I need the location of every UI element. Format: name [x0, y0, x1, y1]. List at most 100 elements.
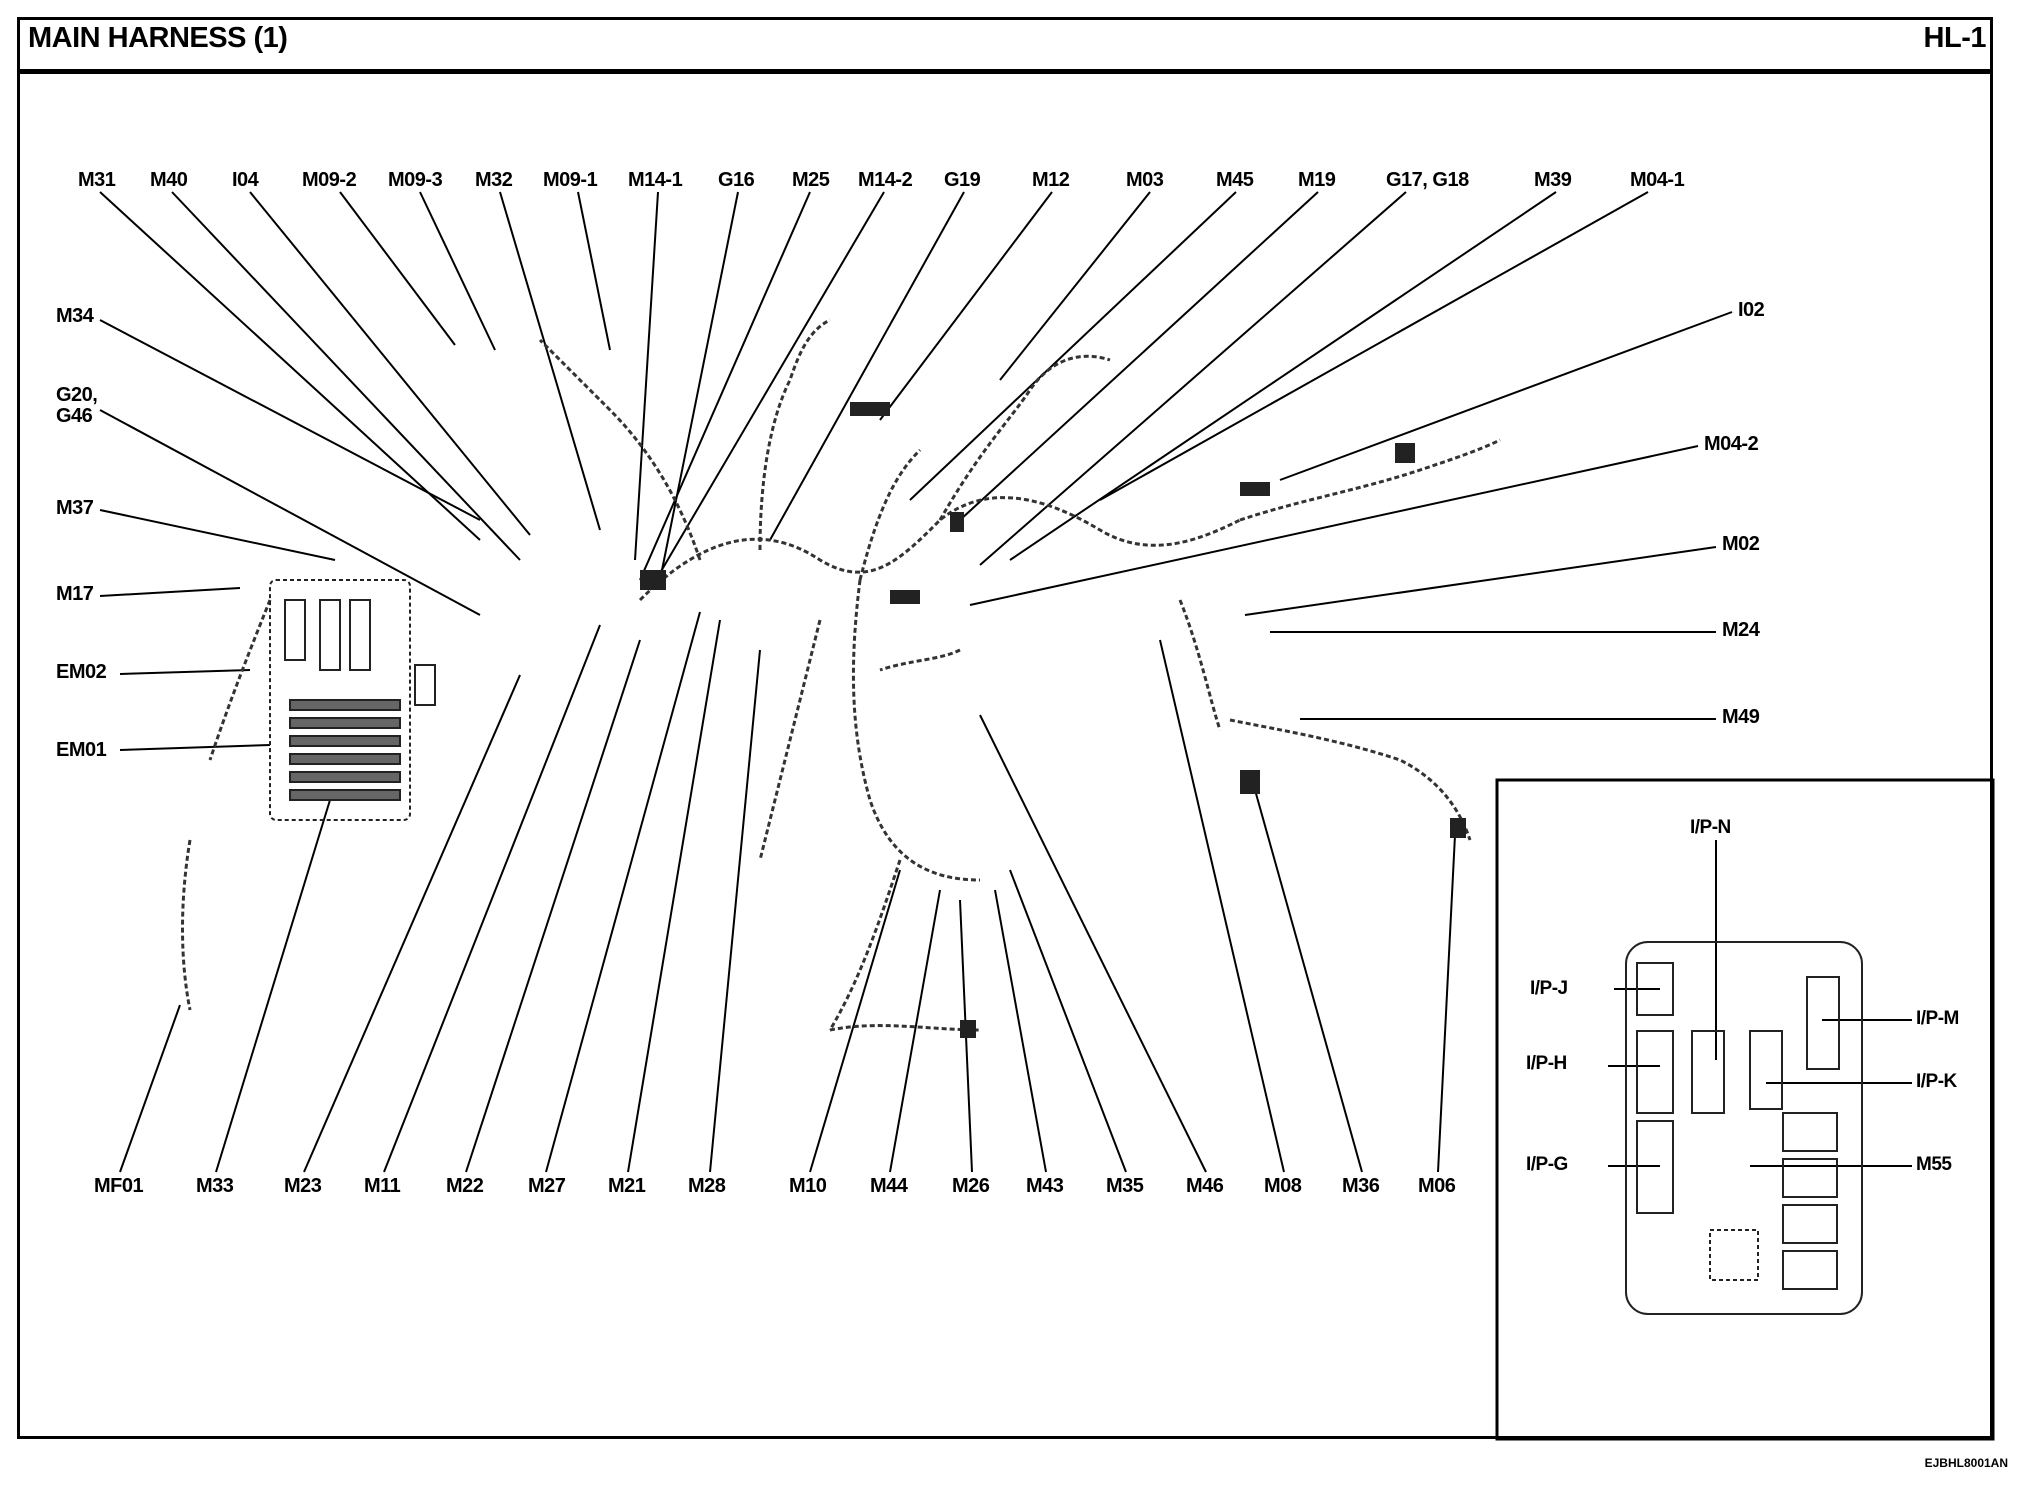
inset-connector-label: I/P-N	[1690, 817, 1731, 838]
connector-label: G16	[718, 169, 755, 191]
harness-body	[181, 318, 1501, 1032]
leader-line	[545, 611, 701, 1173]
connector-label: M25	[792, 169, 830, 191]
connector-label: EM02	[56, 661, 107, 683]
leader-line	[99, 509, 336, 561]
leader-line	[1009, 191, 1557, 561]
page-code: HL-1	[1923, 22, 1987, 54]
leader-line	[577, 191, 611, 351]
leader-line	[769, 191, 965, 541]
connector-label: M36	[1342, 1175, 1380, 1197]
connector-label: M04-2	[1704, 433, 1759, 455]
inset-connector-label: M55	[1916, 1154, 1952, 1175]
connector-label: M43	[1026, 1175, 1064, 1197]
leader-line	[119, 669, 251, 675]
leader-line	[1244, 546, 1717, 616]
leader-line	[1009, 869, 1127, 1173]
leader-line	[634, 191, 659, 561]
connector-label: M34	[56, 305, 94, 327]
connector-label: M22	[446, 1175, 484, 1197]
page-title: MAIN HARNESS (1)	[28, 22, 288, 54]
figure-id: EJBHL8001AN	[1924, 1456, 2008, 1470]
connector-label: M24	[1722, 619, 1760, 641]
leader-line	[99, 409, 481, 616]
header-rule	[17, 69, 1993, 74]
leader-line	[994, 889, 1047, 1173]
leader-line	[649, 191, 885, 591]
leader-line	[303, 674, 521, 1173]
leader-line	[1279, 311, 1733, 481]
connector-label: G17, G18	[1386, 169, 1469, 191]
leader-line	[627, 619, 721, 1173]
connector-label: M39	[1534, 169, 1572, 191]
connector-label: M17	[56, 583, 94, 605]
leader-lines	[99, 191, 1912, 1173]
connector-label: M45	[1216, 169, 1254, 191]
connector-label: M14-2	[858, 169, 913, 191]
leader-line	[1099, 191, 1649, 501]
leader-line	[889, 889, 941, 1173]
leader-line	[99, 319, 481, 521]
engine-room-junction-block	[269, 579, 436, 821]
connector-label: M19	[1298, 169, 1336, 191]
instrument-panel-junction-block	[1625, 941, 1863, 1315]
leader-line	[709, 649, 761, 1173]
connector-label: M12	[1032, 169, 1070, 191]
leader-line	[879, 191, 1053, 421]
leader-line	[119, 1004, 181, 1173]
connector-label: M49	[1722, 706, 1760, 728]
leader-line	[959, 191, 1319, 521]
connector-label: M26	[952, 1175, 990, 1197]
inset-connector-label: I/P-J	[1530, 978, 1568, 999]
leader-line	[999, 191, 1151, 381]
leader-line	[1254, 789, 1363, 1173]
connector-label: M09-3	[388, 169, 443, 191]
leader-line	[171, 191, 521, 561]
connector-label: M33	[196, 1175, 234, 1197]
leader-line	[979, 714, 1207, 1173]
connector-label: M08	[1264, 1175, 1302, 1197]
connector-label: M32	[475, 169, 513, 191]
connector-shapes	[640, 402, 1466, 1038]
connector-label: I04	[232, 169, 259, 191]
connector-label: G20, G46	[56, 384, 98, 427]
leader-line	[499, 191, 601, 531]
connector-label: M23	[284, 1175, 322, 1197]
connector-label: M14-1	[628, 169, 683, 191]
inset-connector-label: I/P-H	[1526, 1053, 1567, 1074]
inset-connector-label: I/P-K	[1916, 1071, 1957, 1092]
connector-label: M27	[528, 1175, 566, 1197]
leader-line	[809, 869, 901, 1173]
connector-label: M09-2	[302, 169, 357, 191]
leader-line	[99, 191, 481, 541]
leader-line	[659, 191, 739, 581]
leader-line	[215, 799, 331, 1173]
connector-label: M44	[870, 1175, 908, 1197]
connector-label: M06	[1418, 1175, 1456, 1197]
leader-line	[465, 639, 641, 1173]
connector-label: M35	[1106, 1175, 1144, 1197]
page-frame	[17, 17, 1993, 1439]
inset-box	[1495, 778, 1995, 1441]
leader-line	[979, 191, 1407, 566]
connector-label: M04-1	[1630, 169, 1685, 191]
leader-line	[909, 191, 1237, 501]
connector-label: MF01	[94, 1175, 144, 1197]
leader-line	[1437, 834, 1456, 1173]
connector-label: M28	[688, 1175, 726, 1197]
connector-label: G19	[944, 169, 981, 191]
leader-line	[249, 191, 531, 536]
connector-label: M02	[1722, 533, 1760, 555]
connector-label: M46	[1186, 1175, 1224, 1197]
connector-label: M09-1	[543, 169, 598, 191]
connector-label: M03	[1126, 169, 1164, 191]
connector-label: M10	[789, 1175, 827, 1197]
connector-label: M40	[150, 169, 188, 191]
leader-line	[419, 191, 496, 351]
leader-line	[969, 445, 1699, 606]
connector-label: M21	[608, 1175, 646, 1197]
leader-line	[339, 191, 456, 346]
leader-line	[383, 624, 601, 1173]
connector-label: M37	[56, 497, 94, 519]
